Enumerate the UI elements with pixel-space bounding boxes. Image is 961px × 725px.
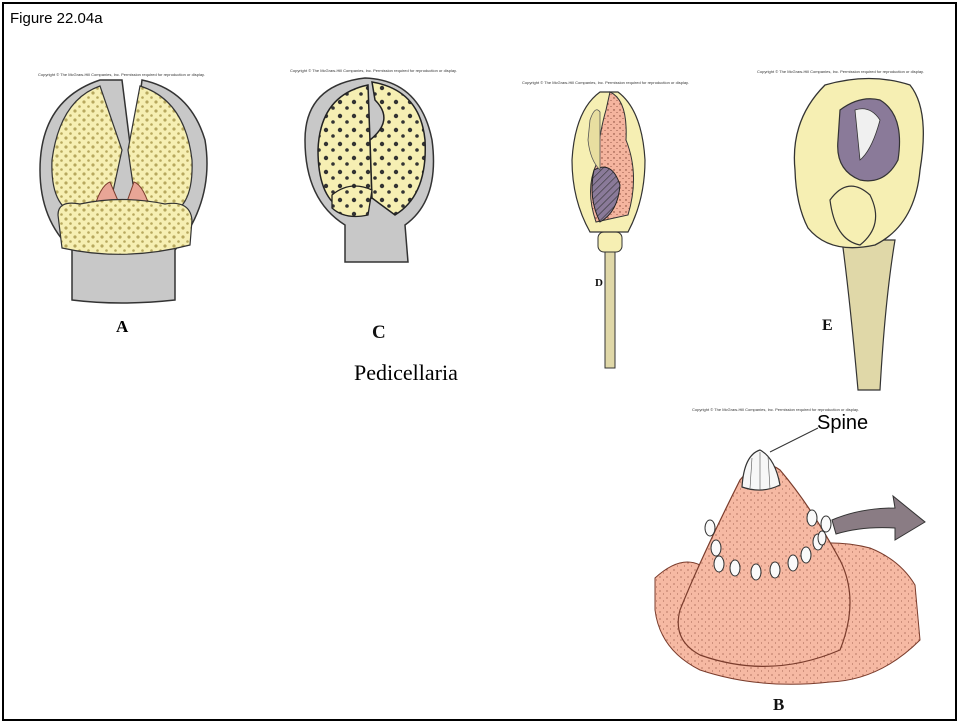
pedicellaria-a-drawing — [40, 80, 207, 303]
panel-label-b: B — [773, 695, 784, 714]
spine-base-drawing — [655, 428, 920, 684]
spine-label: Spine — [817, 412, 868, 435]
direction-arrow-icon — [832, 496, 925, 540]
pedicellaria-c-drawing — [305, 78, 433, 262]
pedicellaria-e-drawing — [794, 79, 923, 391]
panel-label-c: C — [372, 322, 386, 343]
pedicellaria-d-drawing — [572, 92, 645, 368]
caption-pedicellaria: Pedicellaria — [354, 360, 458, 386]
panel-label-d: D — [595, 277, 603, 289]
panel-label-e: E — [822, 317, 833, 334]
panel-label-a: A — [116, 317, 129, 336]
